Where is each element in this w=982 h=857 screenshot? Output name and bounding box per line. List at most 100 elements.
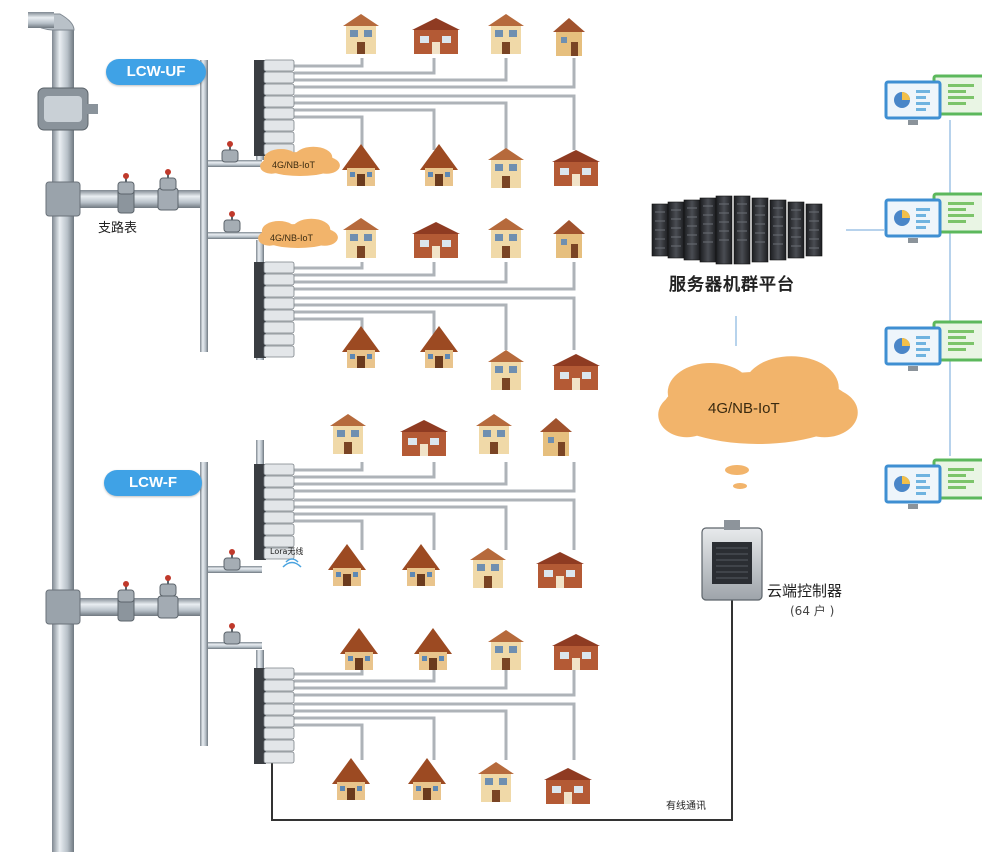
lora-label: Lora无线 (270, 547, 304, 556)
main-valve-handle (86, 104, 98, 114)
gas-meter-icon (263, 715, 295, 728)
house-icon (488, 148, 524, 188)
valve-icon (223, 623, 241, 645)
house-icon (540, 418, 572, 456)
gas-meter-icon (263, 679, 295, 692)
valve-icon (223, 549, 241, 571)
cloud-big-label: 4G/NB-IoT (708, 400, 780, 417)
house-icon (553, 18, 585, 56)
house-icon (328, 544, 366, 586)
distribution-line-up (294, 58, 576, 89)
gas-meter-icon (263, 131, 295, 144)
valve-icon (221, 141, 239, 163)
cloud-small-1-label: 4G/NB-IoT (272, 160, 316, 170)
gas-meter-icon (263, 751, 295, 764)
valve-icon (117, 173, 135, 195)
house-icon (402, 544, 440, 586)
gas-meter-icon (263, 499, 295, 512)
house-icon (470, 548, 506, 588)
distribution-line-up (294, 58, 508, 82)
gas-meter-icon (263, 523, 295, 536)
feeder-pipe-4 (208, 642, 262, 649)
gas-meter-icon (263, 547, 295, 560)
house-icon (488, 218, 524, 258)
gas-meter-icon (263, 59, 295, 72)
distribution-line-down (294, 108, 436, 150)
server-platform-label: 服务器机群平台 (669, 275, 795, 295)
gas-meter-icon (263, 703, 295, 716)
branch-pipe-upper (74, 190, 204, 208)
distribution-line-up (294, 58, 364, 68)
monitor-icon (884, 458, 982, 509)
gas-meter-icon (263, 739, 295, 752)
distribution-line-up (294, 462, 436, 479)
gas-meter-icon (263, 71, 295, 84)
lora-wave-icon (282, 558, 302, 568)
distribution-line-down (294, 101, 508, 150)
meter-stack-1 (254, 59, 295, 156)
gas-meter-icon (263, 261, 295, 274)
house-icon (343, 218, 379, 258)
meter-stack-3 (254, 463, 295, 560)
distribution-line-down (294, 94, 576, 150)
distribution-line-down (294, 505, 508, 550)
gas-meter-icon (263, 487, 295, 500)
house-icon (552, 354, 600, 390)
valve-icon (159, 575, 177, 597)
riser-tee-1 (45, 181, 81, 217)
gas-meter-icon (263, 475, 295, 488)
house-icon (342, 326, 380, 368)
house-icon (420, 326, 458, 368)
main-riser-pipe (52, 30, 74, 852)
house-icon (408, 758, 446, 800)
server-rack-icon (733, 195, 751, 265)
valve-icon (159, 169, 177, 191)
monitor-icon (884, 192, 982, 243)
monitor-icon (884, 320, 982, 371)
distribution-line-down (294, 716, 436, 760)
server-rack-icon (769, 199, 787, 261)
house-icon (412, 18, 460, 54)
gas-meter-icon (263, 727, 295, 740)
cloud-bubble-1 (725, 465, 749, 475)
distribution-line-up (294, 262, 508, 284)
distribution-line-down (294, 498, 576, 550)
distribution-line-up (294, 262, 364, 270)
households-label: (64 户 ) (790, 604, 835, 618)
cloud-icon-small-2 (258, 218, 338, 248)
house-icon (420, 144, 458, 186)
distribution-line-down (294, 512, 436, 550)
cloud-small-2-label: 4G/NB-IoT (270, 233, 314, 243)
lcw-uf-badge: LCW-UF (106, 59, 206, 85)
controller-icon (701, 520, 763, 601)
gas-meter-icon (263, 273, 295, 286)
distribution-line-down (294, 709, 508, 760)
gas-meter-icon (263, 511, 295, 524)
house-icon (488, 350, 524, 390)
meter-stack-spine (254, 464, 266, 560)
cloud-controller-label: 云端控制器 (767, 582, 843, 600)
cloud-icon-big (658, 356, 858, 444)
branch-valve-2 (157, 595, 179, 619)
cloud-icon-small-1 (260, 146, 340, 176)
secondary-riser-upper (200, 60, 208, 352)
house-icon (332, 758, 370, 800)
distribution-line-up (294, 462, 364, 472)
branch-pipe-lower (74, 598, 204, 616)
distribution-line-down (294, 702, 576, 760)
distribution-line-up (294, 262, 576, 291)
main-valve-face (44, 96, 82, 122)
gas-meter-icon (263, 83, 295, 96)
valve-icon (117, 581, 135, 603)
gas-meter-icon (263, 321, 295, 334)
gas-meter-icon (263, 691, 295, 704)
branch-meter-label: 支路表 (98, 221, 138, 236)
riser-tee-2 (45, 589, 81, 625)
branch-valve-1 (157, 187, 179, 211)
house-icon (553, 220, 585, 258)
secondary-riser-lower (200, 462, 208, 746)
gas-meter-icon (263, 333, 295, 346)
distribution-line-up (294, 462, 576, 493)
lcw-f-badge: LCW-F (104, 470, 202, 496)
